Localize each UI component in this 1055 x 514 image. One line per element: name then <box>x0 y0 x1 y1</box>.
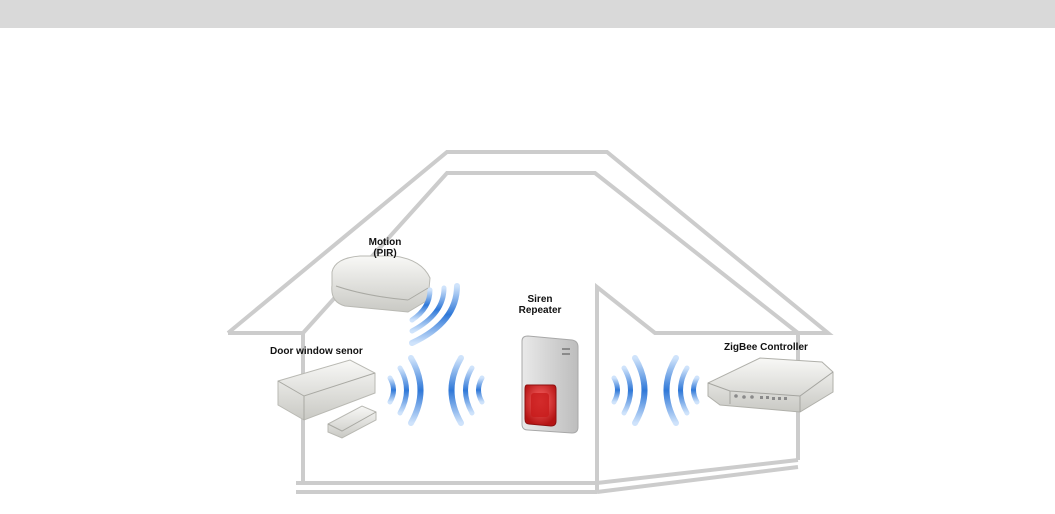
controller-waves-icon <box>667 358 698 423</box>
motion-label-line1: Motion <box>360 237 410 248</box>
siren-label: Siren Repeater <box>512 294 568 316</box>
motion-label: Motion (PIR) <box>360 237 410 259</box>
motion-sensor-device <box>332 256 430 312</box>
door-window-label-text: Door window senor <box>270 346 374 357</box>
house-outline <box>228 152 828 492</box>
siren-repeater-device <box>522 336 578 433</box>
controller-label: ZigBee Controller <box>724 342 816 353</box>
siren-lens <box>531 393 549 417</box>
controller-label-text: ZigBee Controller <box>724 342 816 353</box>
door-window-sensor-device <box>278 360 376 438</box>
siren-label-line2: Repeater <box>512 305 568 316</box>
siren-label-line1: Siren <box>512 294 568 305</box>
door-sensor-waves-icon <box>390 358 421 423</box>
siren-left-waves-icon <box>452 358 483 423</box>
siren-right-waves-icon <box>614 358 645 423</box>
zigbee-controller-device <box>708 358 833 412</box>
house-roof-outer <box>228 152 828 490</box>
door-window-label: Door window senor <box>270 346 374 357</box>
motion-label-line2: (PIR) <box>360 248 410 259</box>
